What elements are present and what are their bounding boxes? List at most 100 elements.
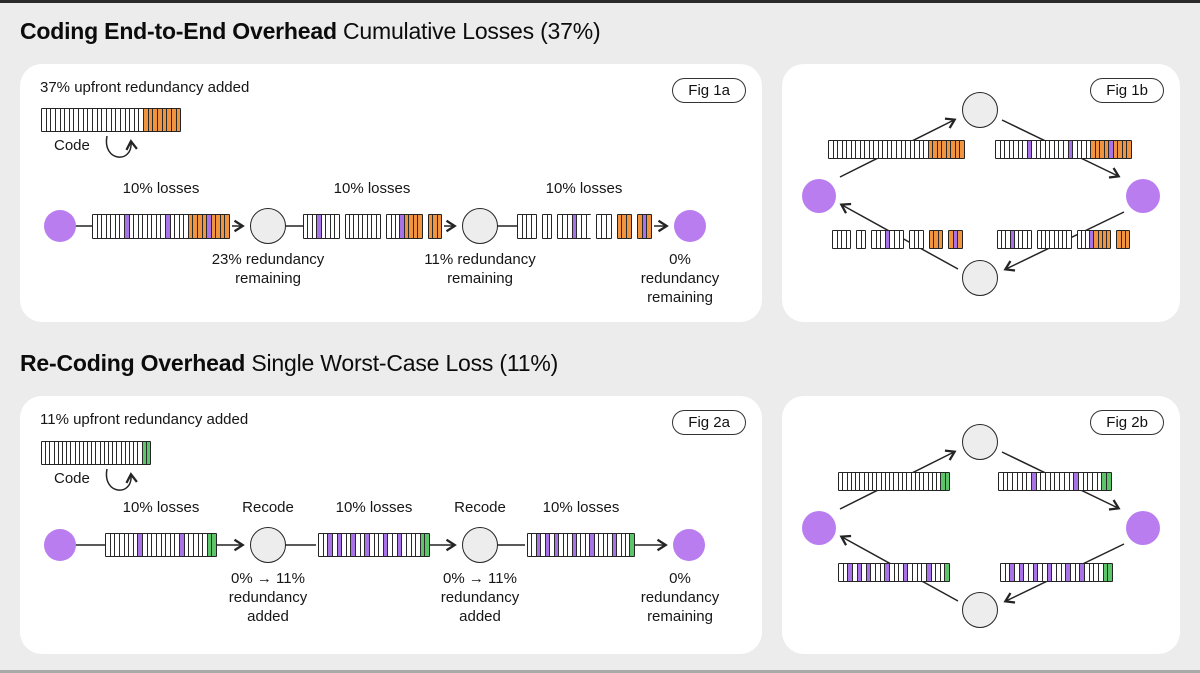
- bar-cell: [945, 473, 949, 490]
- loss-label-1: 10% losses: [122, 499, 200, 516]
- bar-cell: [51, 109, 56, 131]
- bar-cell: [404, 215, 410, 238]
- bar-cell: [847, 141, 852, 158]
- bar-cell: [134, 109, 140, 131]
- bar-cell: [559, 534, 564, 556]
- bar-cell: [1023, 141, 1028, 158]
- bar-cell: [1067, 231, 1071, 248]
- bar-segment: [386, 214, 423, 239]
- bar-cell: [843, 473, 848, 490]
- bar-cell: [852, 564, 858, 581]
- bar-cell: [1055, 473, 1061, 490]
- bar-cell: [861, 231, 866, 248]
- bar-cell: [910, 141, 916, 158]
- bar-cell: [890, 473, 895, 490]
- bar-cell: [69, 109, 75, 131]
- bar-cell: [871, 564, 876, 581]
- bar-cell: [379, 534, 384, 556]
- bar-cell: [1063, 231, 1068, 248]
- bar-cell: [328, 534, 333, 556]
- bar-cell: [885, 564, 890, 581]
- bar-cell: [541, 534, 546, 556]
- bar-cell: [881, 473, 886, 490]
- bar-cell: [323, 534, 329, 556]
- bar-cell: [1009, 141, 1015, 158]
- bar-cell: [1125, 231, 1129, 248]
- fig1b-top-right-bar: [995, 140, 1132, 159]
- bar-cell: [1054, 141, 1060, 158]
- relay-node-bottom: [962, 260, 998, 296]
- bar-cell: [945, 564, 949, 581]
- panel-fig1a: Fig 1a 37% upfront redundancy added Code…: [20, 64, 762, 322]
- bar-cell: [411, 534, 417, 556]
- bar-cell: [115, 215, 121, 238]
- bar-cell: [621, 534, 626, 556]
- bar-cell: [942, 141, 947, 158]
- bar-cell: [1023, 231, 1028, 248]
- bar-cell: [162, 109, 168, 131]
- screen-edge-bottom: [0, 670, 1200, 673]
- bar-cell: [337, 534, 343, 556]
- bar-cell: [1005, 141, 1010, 158]
- bar-cell: [1043, 564, 1048, 581]
- bar-cell: [346, 534, 352, 556]
- bar-segment: [303, 214, 340, 239]
- bar-cell: [839, 473, 844, 490]
- bar-segment: [909, 230, 924, 249]
- bar-cell: [308, 215, 313, 238]
- bar-segment: [928, 230, 944, 249]
- bar-cell: [582, 215, 587, 238]
- bar-cell: [1089, 564, 1095, 581]
- bar-segment: [871, 230, 905, 249]
- bar-cell: [899, 564, 904, 581]
- bar-cell: [92, 442, 97, 464]
- bar-cell: [949, 231, 954, 248]
- bar-segment: [427, 214, 443, 239]
- bar-cell: [152, 215, 157, 238]
- bar-cell: [1093, 473, 1098, 490]
- bar-cell: [848, 564, 853, 581]
- bar-cell: [156, 215, 162, 238]
- bar-cell: [88, 109, 94, 131]
- bar-cell: [396, 215, 401, 238]
- bar-cell: [873, 473, 878, 490]
- recode-node-2: [462, 527, 498, 563]
- bar-cell: [883, 141, 888, 158]
- bar-cell: [889, 564, 895, 581]
- bar-segment: [948, 230, 964, 249]
- bar-cell: [152, 534, 157, 556]
- bar-cell: [608, 534, 613, 556]
- bar-cell: [637, 215, 643, 238]
- bar-cell: [60, 109, 66, 131]
- bar-cell: [428, 215, 434, 238]
- bar-cell: [184, 534, 190, 556]
- bar-cell: [1080, 564, 1086, 581]
- bar-segment: [596, 214, 612, 239]
- bar-cell: [851, 141, 857, 158]
- bar-cell: [335, 215, 339, 238]
- receiver-node: [674, 210, 706, 242]
- bar-cell: [931, 564, 937, 581]
- bar-cell: [1001, 564, 1006, 581]
- section2-title-bold: Re-Coding Overhead: [20, 350, 246, 376]
- bar-cell: [998, 231, 1003, 248]
- bar-cell: [148, 109, 154, 131]
- bar-cell: [876, 231, 882, 248]
- receiver-node: [1126, 511, 1160, 545]
- bar-cell: [83, 109, 89, 131]
- bar-cell: [119, 534, 125, 556]
- bar-cell: [1037, 231, 1042, 248]
- bar-cell: [153, 109, 159, 131]
- bar-cell: [1059, 141, 1064, 158]
- bar-cell: [418, 215, 422, 238]
- bar-cell: [1050, 473, 1056, 490]
- bar-cell: [837, 231, 843, 248]
- bar-segment: [92, 214, 230, 239]
- bar-cell: [1041, 141, 1046, 158]
- bar-cell: [391, 215, 397, 238]
- receiver-node: [1126, 179, 1160, 213]
- bar-cell: [518, 215, 523, 238]
- bar-cell: [528, 534, 533, 556]
- bar-cell: [111, 109, 117, 131]
- bar-cell: [833, 141, 839, 158]
